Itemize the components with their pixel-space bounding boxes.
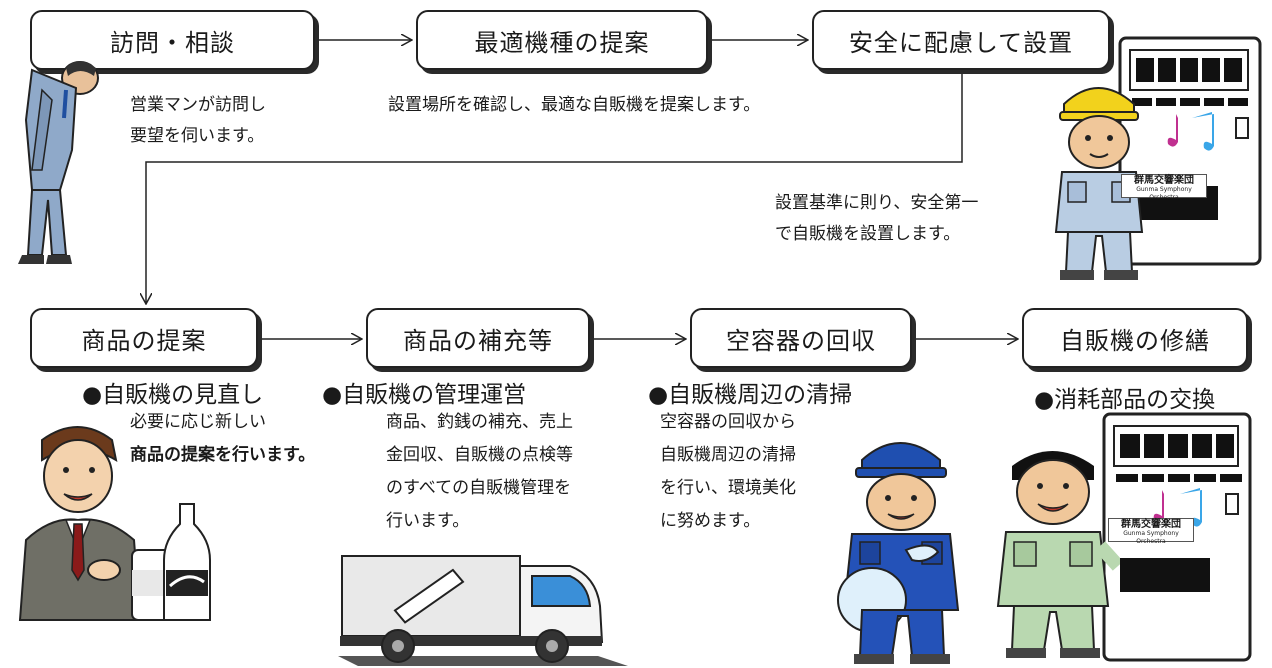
repair-worker-illustration <box>996 451 1120 658</box>
step-product-proposal: 商品の提案 <box>30 308 258 368</box>
visit-desc-line2: 要望を伺います。 <box>130 126 265 146</box>
vending-label-top: 群馬交響楽団 Gunma Symphony Orchestra <box>1121 174 1207 201</box>
install-desc-line2: で自販機を設置します。 <box>775 224 961 244</box>
visit-desc-line1: 営業マンが訪問し <box>130 95 266 115</box>
step-repair: 自販機の修繕 <box>1022 308 1248 368</box>
review-desc-line2: 商品の提案を行います。 <box>130 445 316 465</box>
cleaning-desc-line2: 自販機周辺の清掃 <box>660 445 796 465</box>
vending-label-bottom-name: 群馬交響楽団 <box>1121 519 1181 530</box>
management-desc-line1: 商品、釣銭の補充、売上 <box>386 412 573 432</box>
management-desc-line3: のすべての自販機管理を <box>386 478 572 498</box>
salesman-bowing-illustration <box>18 61 99 264</box>
service-heading-cleaning: ●自販機周辺の清掃 <box>648 382 853 408</box>
installer-worker-illustration <box>1054 87 1144 280</box>
step-install: 安全に配慮して設置 <box>812 10 1110 70</box>
management-desc-line4: 行います。 <box>386 511 470 531</box>
cleaning-desc-line3: を行い、環境美化 <box>660 478 796 498</box>
install-desc-line1: 設置基準に則り、安全第一 <box>775 193 979 213</box>
step-restock: 商品の補充等 <box>366 308 590 368</box>
delivery-truck-illustration <box>338 555 628 666</box>
vending-label-top-sub: Gunma Symphony Orchestra <box>1136 186 1192 201</box>
service-heading-parts: ●消耗部品の交換 <box>1034 387 1216 413</box>
step-propose-model: 最適機種の提案 <box>416 10 708 70</box>
cleaning-worker-illustration <box>837 442 960 664</box>
review-desc-line1: 必要に応じ新しい <box>130 412 266 432</box>
service-heading-management: ●自販機の管理運営 <box>322 382 527 408</box>
cleaning-desc-line1: 空容器の回収から <box>660 412 796 432</box>
suit-salesman-illustration <box>18 426 211 621</box>
step-collect: 空容器の回収 <box>690 308 912 368</box>
vending-label-bottom: 群馬交響楽団 Gunma Symphony Orchestra <box>1108 518 1194 545</box>
management-desc-line2: 金回収、自販機の点検等 <box>386 445 573 465</box>
vending-machine-top-illustration <box>1118 36 1262 266</box>
cleaning-desc-line4: に努めます。 <box>660 511 761 531</box>
propose-model-desc: 設置場所を確認し、最適な自販機を提案します。 <box>388 95 761 115</box>
vending-label-bottom-sub: Gunma Symphony Orchestra <box>1123 530 1179 545</box>
service-heading-review: ●自販機の見直し <box>82 382 264 408</box>
arrow-install-to-product <box>146 72 963 304</box>
step-visit: 訪問・相談 <box>30 10 315 70</box>
vending-label-top-name: 群馬交響楽団 <box>1134 175 1194 186</box>
